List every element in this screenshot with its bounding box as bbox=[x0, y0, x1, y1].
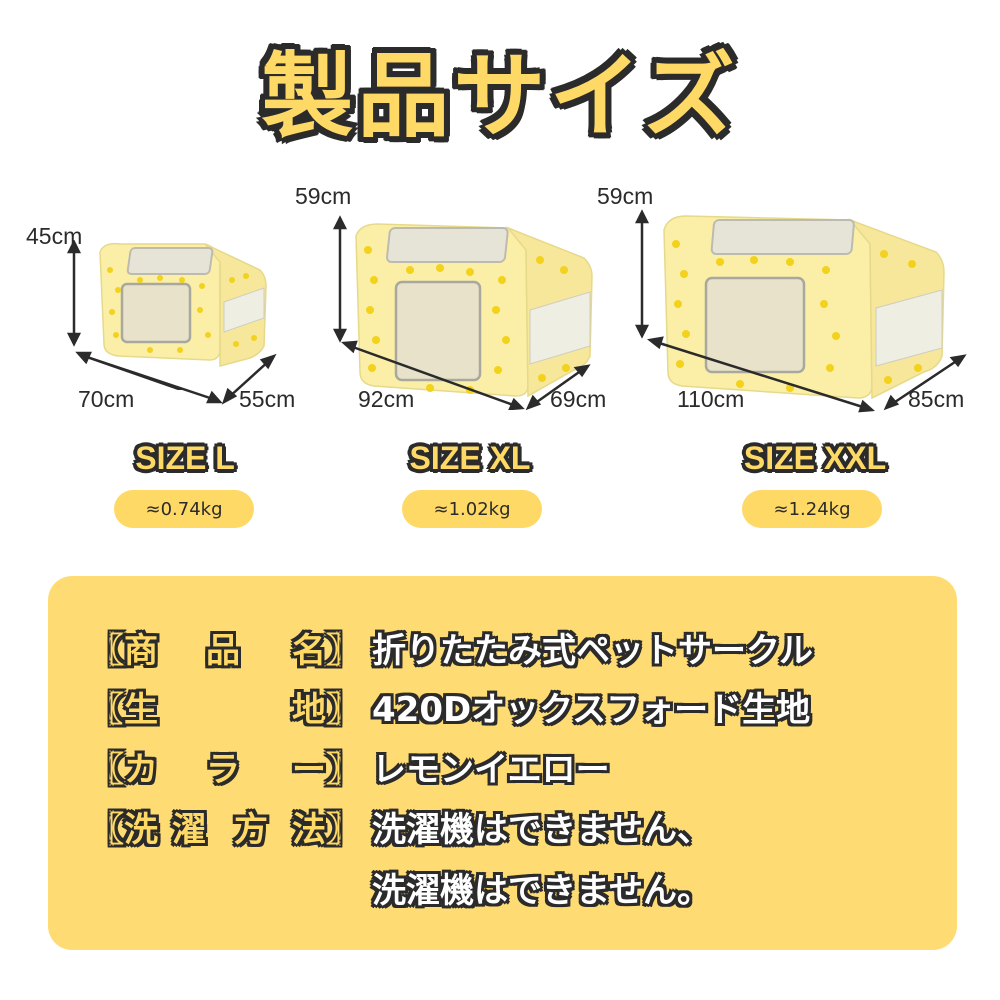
spec-label-char: 地〗 bbox=[292, 690, 360, 730]
weight-badge-l: ≈0.74kg bbox=[114, 490, 254, 528]
length-dimension: 70cm bbox=[78, 386, 135, 412]
spec-label-char: ー〗 bbox=[292, 750, 360, 790]
height-arrow-icon bbox=[634, 209, 650, 339]
size-label-xl: SIZE XL bbox=[409, 440, 531, 476]
size-label-l: SIZE L bbox=[135, 440, 235, 476]
page-title: 製品サイズ bbox=[261, 43, 739, 150]
spec-label-char: 法〗 bbox=[292, 810, 360, 850]
pet-crate-image bbox=[630, 200, 970, 410]
height-arrow-icon bbox=[66, 240, 82, 347]
dimension-arrows-icon bbox=[83, 353, 277, 405]
dimension-arrows-icon bbox=[340, 340, 591, 410]
spec-label-char: 方 bbox=[234, 810, 268, 850]
length-dimension: 110cm bbox=[677, 386, 745, 412]
spec-label-char: 濯 bbox=[172, 810, 206, 850]
spec-label-char: ラ bbox=[206, 750, 240, 790]
dimension-arrows-icon bbox=[646, 336, 967, 413]
pet-crate-image bbox=[60, 240, 290, 390]
size-label-xxl: SIZE XXL bbox=[743, 440, 887, 476]
spec-value-washing-line2: 洗濯機はできません。 bbox=[372, 871, 711, 911]
spec-label-washing: 〖洗 bbox=[90, 810, 158, 850]
weight-badge-xxl: ≈1.24kg bbox=[742, 490, 882, 528]
length-dimension: 92cm bbox=[358, 386, 415, 412]
depth-dimension: 69cm bbox=[550, 386, 607, 412]
depth-dimension: 85cm bbox=[908, 386, 965, 412]
height-dimension: 59cm bbox=[597, 183, 654, 209]
spec-value-washing: 洗濯機はできません、 bbox=[372, 810, 711, 850]
spec-label-color: 〖カ bbox=[90, 750, 158, 790]
spec-value-fabric: 420Dオックスフォード生地 bbox=[372, 690, 811, 730]
spec-label-char: 名〗 bbox=[292, 631, 360, 671]
height-arrow-icon bbox=[332, 215, 348, 343]
spec-label-fabric: 〖生 bbox=[90, 690, 158, 730]
spec-label-product-name: 〖商 bbox=[90, 631, 158, 671]
height-dimension: 59cm bbox=[295, 183, 352, 209]
spec-label-char: 品 bbox=[206, 631, 240, 671]
weight-badge-xl: ≈1.02kg bbox=[402, 490, 542, 528]
spec-value-color: レモンイエロー bbox=[372, 750, 610, 790]
spec-value-product-name: 折りたたみ式ペットサークル bbox=[372, 631, 813, 671]
depth-dimension: 55cm bbox=[239, 386, 296, 412]
product-spec-panel: 〖商 品 名〗 折りたたみ式ペットサークル 〖生 地〗 420Dオックスフォード… bbox=[48, 576, 957, 950]
pet-crate-image bbox=[330, 210, 600, 410]
